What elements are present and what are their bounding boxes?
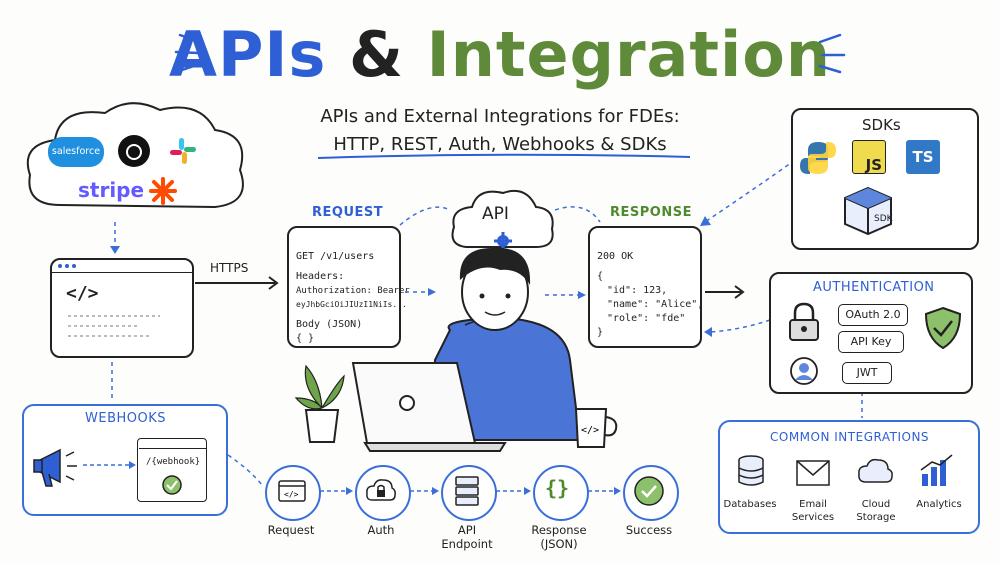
subtitle-line2: HTTP, REST, Auth, Webhooks & SDKs (333, 134, 667, 155)
integration-analytics: Analytics (916, 499, 962, 510)
lock-icon (789, 302, 819, 341)
browser-content (58, 264, 160, 337)
webhooks-label: WEBHOOKS (85, 411, 167, 426)
title-sparks (174, 33, 846, 74)
flow-label-response: Response (JSON) (531, 523, 587, 551)
flow-step-response (533, 465, 589, 521)
response-box (588, 226, 702, 348)
cloud-lock-icon (366, 479, 396, 501)
auth-apikey: API Key (838, 331, 904, 353)
zapier-icon (149, 177, 177, 205)
title-ampersand: & (349, 18, 405, 91)
python-icon (800, 142, 836, 174)
title-integration: Integration (426, 18, 831, 91)
flow-label-endpoint: API Endpoint (441, 523, 493, 551)
integration-cloud-storage: Cloud Storage (856, 499, 896, 523)
sdks-label: SDKs (862, 116, 901, 134)
webhook-check-icon (162, 475, 182, 495)
shield-check-icon (924, 306, 962, 350)
auth-jwt: JWT (842, 362, 892, 384)
https-label: HTTPS (210, 261, 249, 275)
browser-titlebar (52, 260, 192, 273)
megaphone-icon (33, 448, 77, 487)
common-integrations-label: COMMON INTEGRATIONS (770, 430, 930, 444)
response-arrow (705, 285, 745, 299)
github-icon (118, 135, 150, 167)
analytics-icon (920, 454, 953, 486)
page-title: APIs & Integration (0, 18, 1000, 91)
cloud-storage-icon (858, 458, 893, 483)
json-braces-icon: {} (545, 476, 570, 500)
success-check-icon (634, 476, 664, 506)
user-icon (790, 357, 818, 385)
svg-text:</>: </> (581, 425, 599, 436)
sdk-cube-icon (844, 186, 892, 236)
salesforce-logo: salesforce (48, 137, 104, 167)
sdk-cube-label: SDK (874, 214, 893, 224)
email-icon (796, 460, 830, 486)
svg-text:</>: </> (284, 490, 299, 499)
flow-label-success: Success (625, 523, 673, 537)
database-icon (738, 455, 764, 486)
js-icon: JS (852, 140, 886, 174)
mug: </> (574, 408, 618, 448)
flow-label-auth: Auth (367, 523, 395, 537)
webhook-window-bar (139, 440, 207, 449)
request-label: REQUEST (312, 205, 384, 220)
request-box (287, 226, 401, 348)
auth-oauth: OAuth 2.0 (838, 304, 908, 326)
browser-window (50, 258, 194, 358)
ts-icon: TS (906, 140, 940, 174)
api-cloud-label: API (482, 204, 509, 224)
integration-email: Email Services (791, 499, 835, 523)
gear-icon (494, 232, 512, 250)
plant (294, 364, 345, 443)
subtitle-underline (317, 153, 691, 159)
https-arrow (195, 276, 279, 290)
flow-step-success (623, 465, 679, 521)
subtitle-line1: APIs and External Integrations for FDEs: (320, 106, 680, 127)
subtitle: APIs and External Integrations for FDEs:… (300, 103, 700, 159)
laptop (351, 362, 507, 452)
webhook-arrow (83, 461, 136, 469)
response-code: 200 OK{"id": 123,"name": "Alice","role":… (597, 251, 704, 338)
server-icon (455, 476, 479, 506)
slack-icon (170, 138, 196, 164)
authentication-label: AUTHENTICATION (813, 280, 935, 295)
browser-code-icon: </> (278, 480, 306, 502)
flow-label-request: Request (267, 523, 315, 537)
webhook-endpoint-label: /{webhook} (146, 457, 201, 467)
stripe-logo: stripe (78, 178, 145, 202)
response-label: RESPONSE (610, 205, 692, 220)
title-apis: APIs (169, 18, 327, 91)
api-cloud (451, 189, 554, 248)
integration-databases: Databases (723, 499, 777, 510)
code-icon: </> (66, 283, 99, 304)
